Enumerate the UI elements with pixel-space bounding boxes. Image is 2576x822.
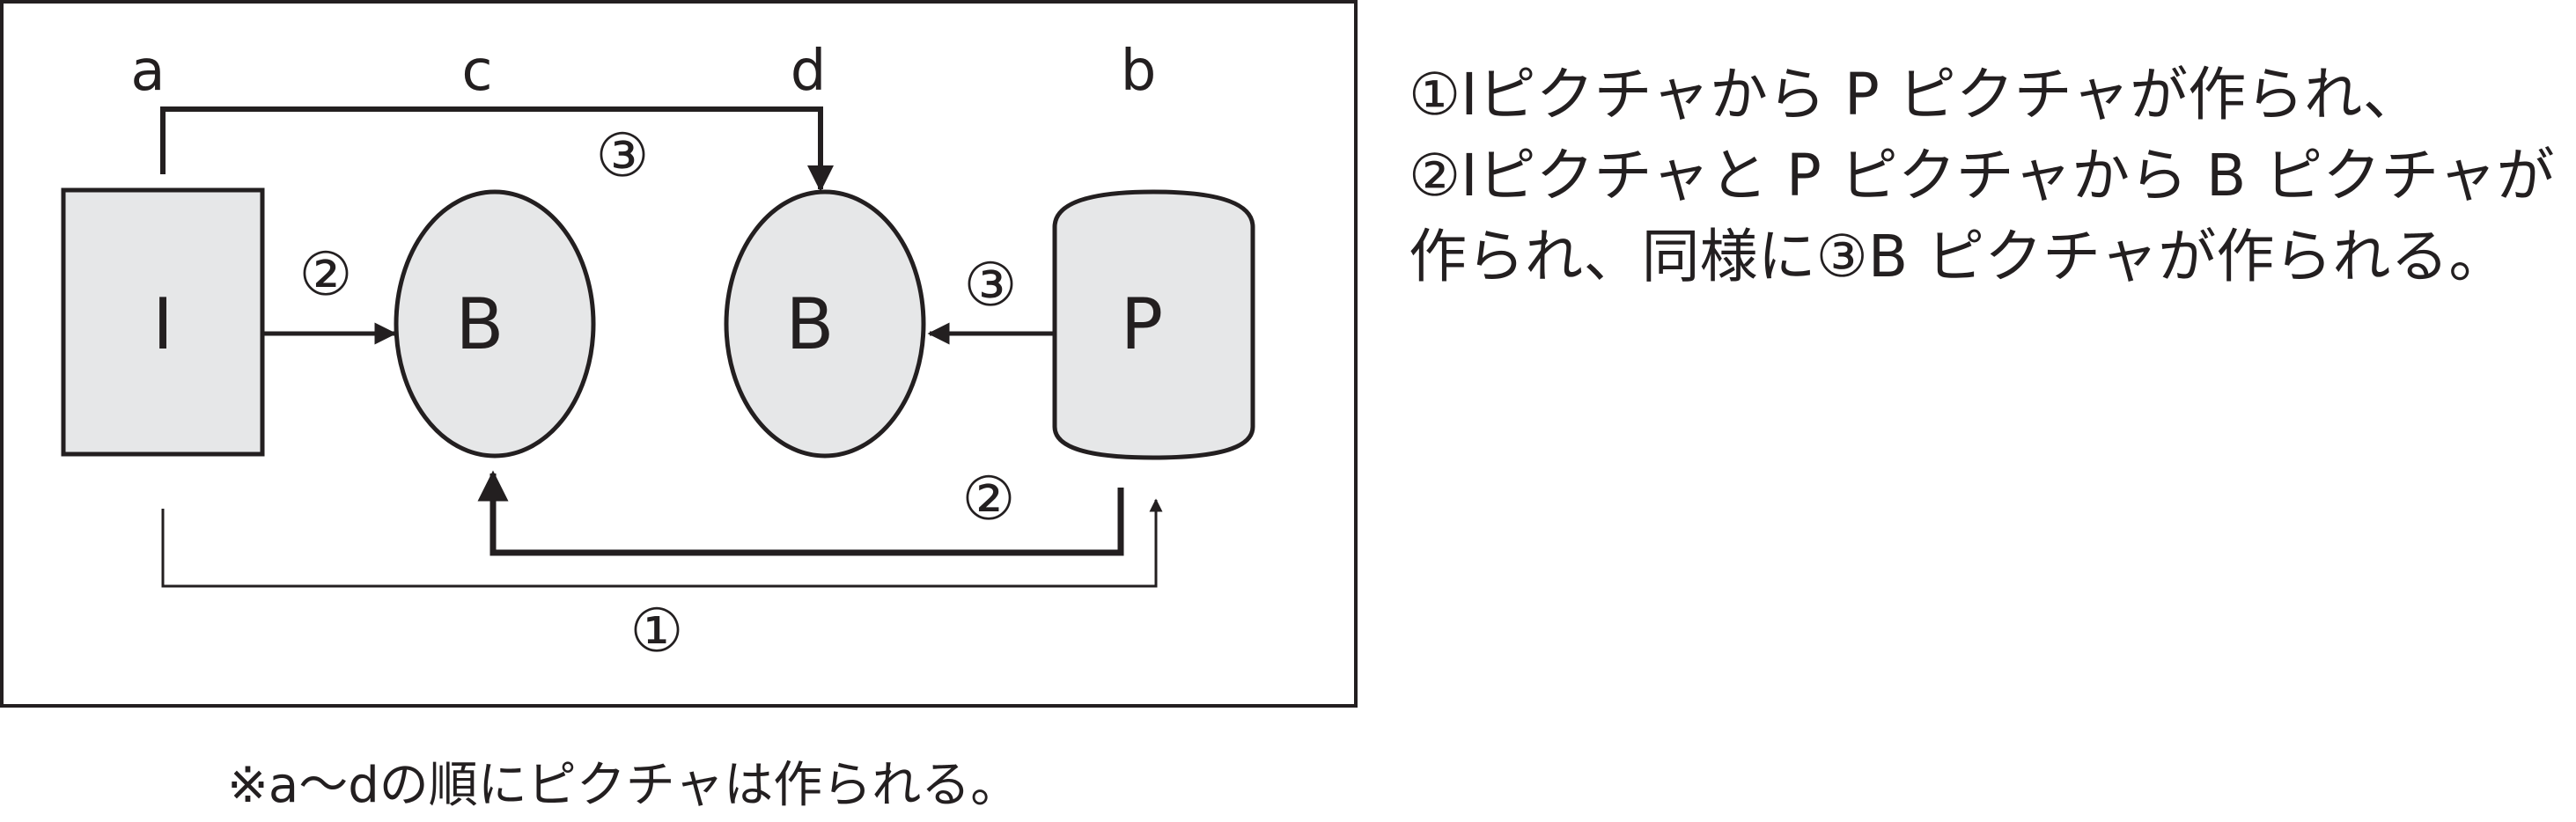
arrow-step1-i-to-p [161,498,1163,588]
node-b-d-frame [724,189,926,459]
explanation-text: ①Iピクチャから P ピクチャが作られ、 ②Iピクチャと P ピクチャから B … [1409,55,2555,297]
step-marker-3-right: ③ [964,251,1018,320]
step-marker-1-bottom: ① [630,597,684,666]
explanation-line-1: ①Iピクチャから P ピクチャが作られ、 [1409,61,2421,128]
node-p-frame [1052,189,1255,460]
column-label-a: a [130,39,165,104]
column-label-c: c [461,39,492,104]
step-marker-2-left: ② [299,240,353,310]
node-p-label: P [1121,283,1163,365]
arrow-step2-p-to-b [477,470,1124,556]
node-i-frame [61,187,265,457]
column-label-b: b [1121,39,1157,104]
node-i-label: I [152,283,173,365]
node-b-c-frame [394,189,596,459]
step-marker-3-top: ③ [596,121,650,191]
gop-diagram: a c d b ③ I ② B B ③ P ② ① [0,0,1358,708]
arrow-step3-i-to-b [160,106,834,192]
explanation-line-3: 作られ、同様に③B ピクチャが作られる。 [1409,223,2507,290]
step-marker-2-bottom: ② [962,465,1016,534]
explanation-line-2: ②Iピクチャと P ピクチャから B ピクチャが [1409,142,2555,209]
footnote: ※a～dの順にピクチャは作られる。 [227,757,1020,814]
node-b-c-label: B [456,283,504,365]
column-label-d: d [791,39,827,104]
node-b-d-label: B [786,283,835,365]
